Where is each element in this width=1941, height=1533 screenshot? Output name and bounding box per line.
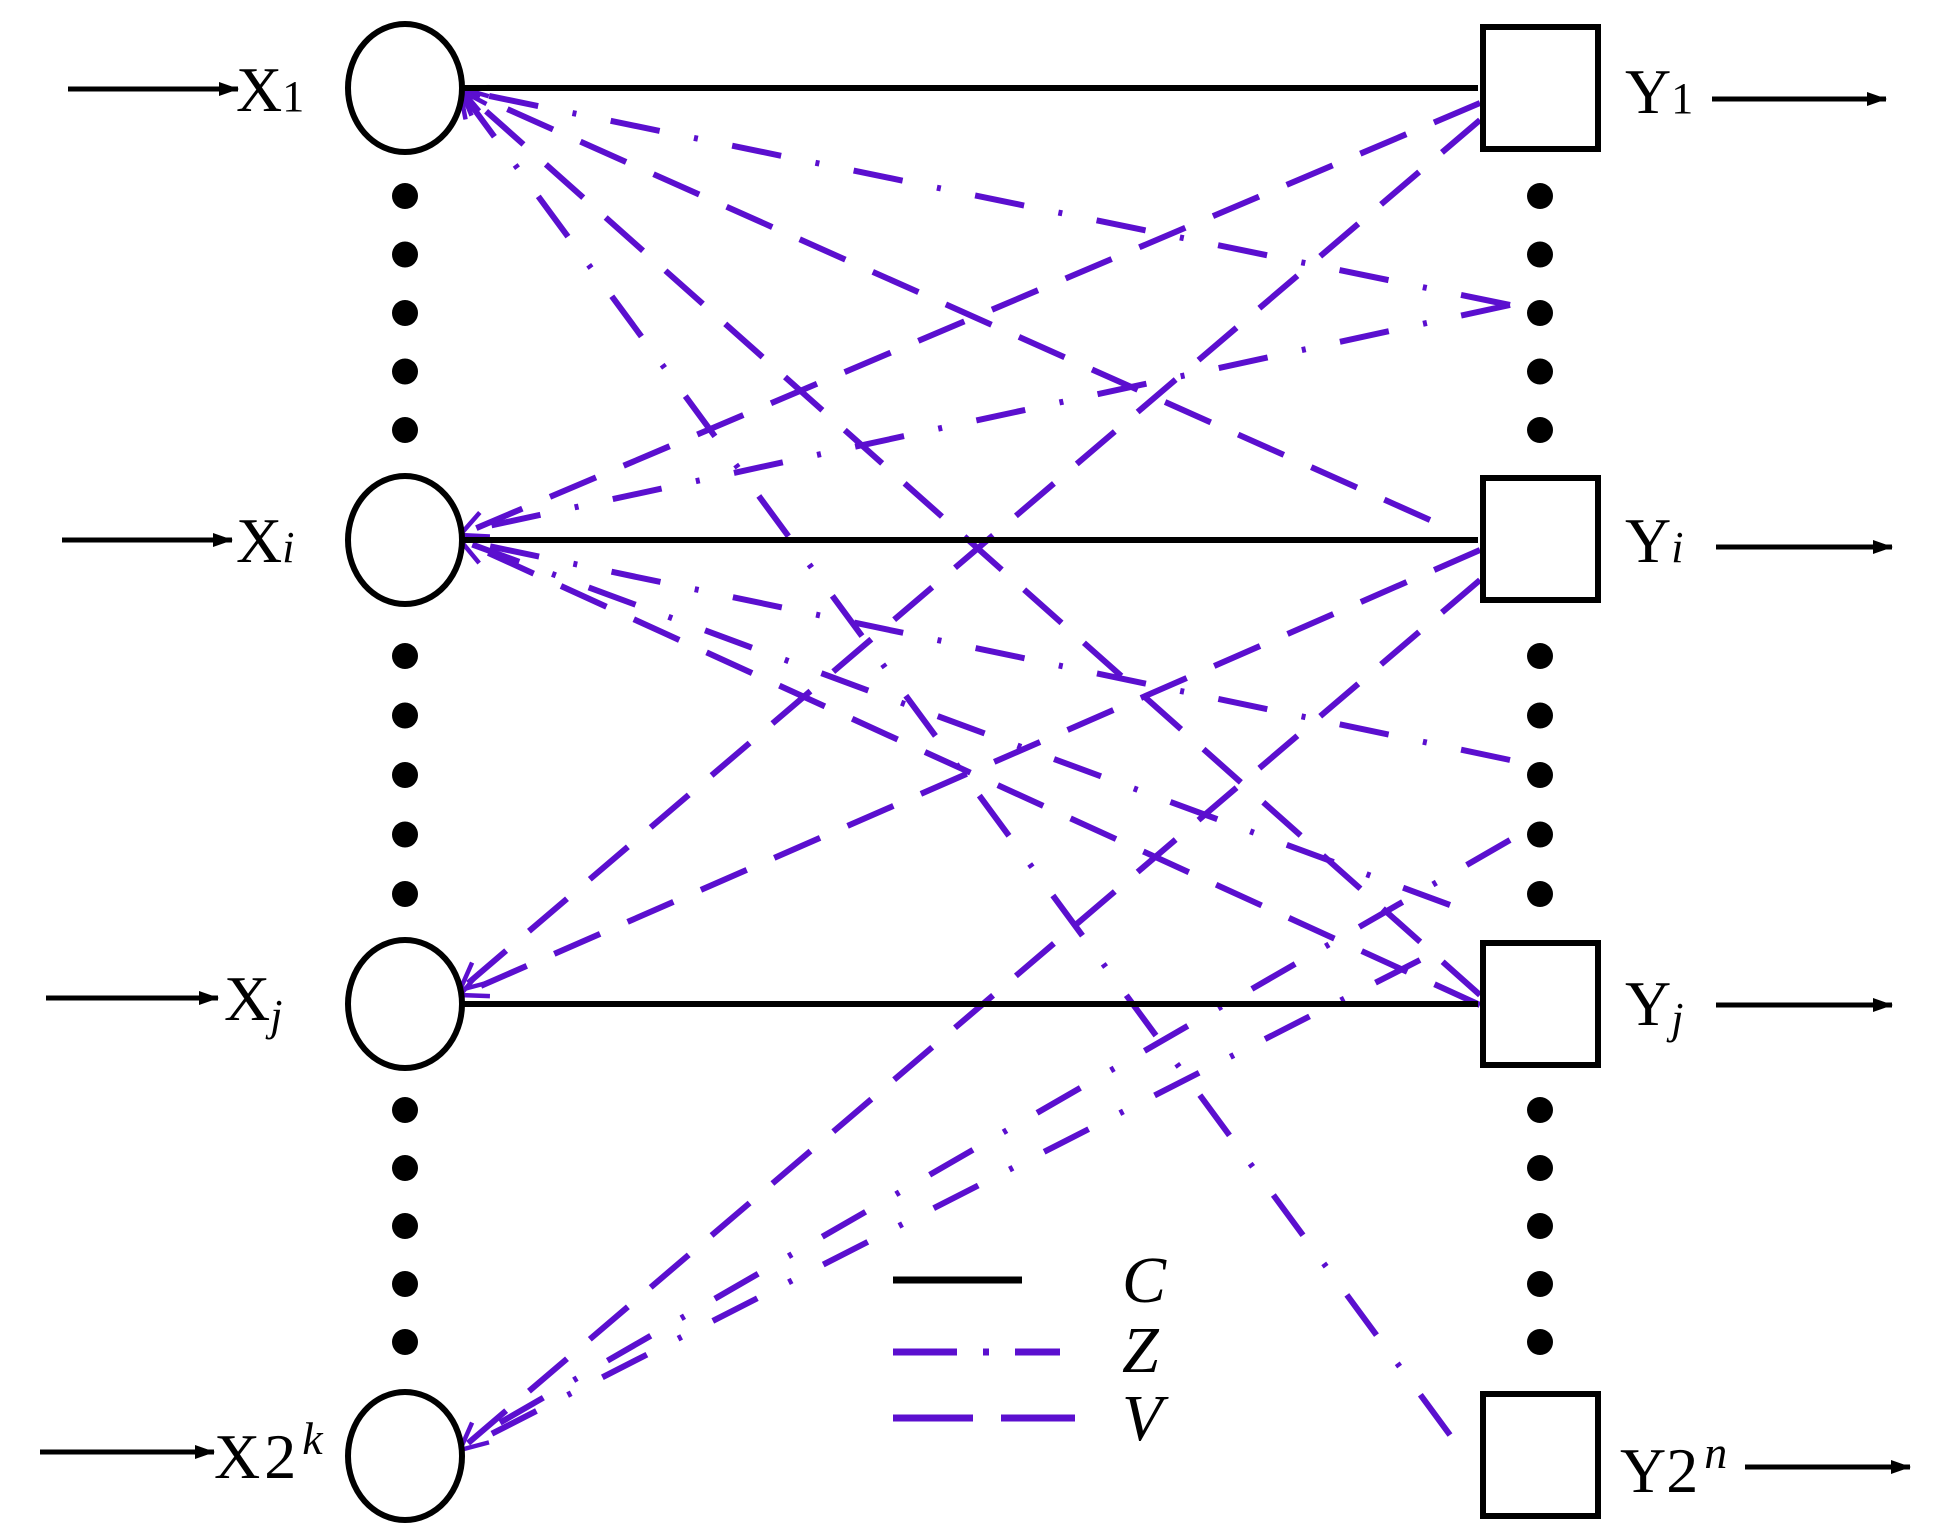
output-node-y2n [1480,1391,1601,1519]
c-edges-group [463,85,1478,1007]
output-node-y1 [1480,24,1601,152]
v-edge-y1-to-xi [460,100,1482,535]
input-nodes-group [345,21,465,1523]
input-node-x1 [345,21,465,155]
input-ellipsis-dot [392,300,418,326]
output-ellipsis-dot [1527,1329,1553,1355]
input-node-x2k [345,1389,465,1523]
input-label-x1: X1 [236,54,304,125]
output-ellipsis-dot [1527,1155,1553,1181]
input-ellipsis-dot [392,643,418,669]
input-ellipsis-dot [392,881,418,907]
input-ellipsis-dot [392,358,418,385]
input-ellipsis-dot [392,417,418,443]
output-ellipsis-dot [1527,358,1553,385]
z-edge-y2n-to-x1 [460,90,1453,1437]
z-edges-group [458,87,1512,1453]
output-arrows-group [1712,92,1911,1474]
z-edge-yj-to-x2k [458,957,1422,1453]
output-ellipsis-dot [1527,762,1553,788]
z-edge-x1-dots [459,87,1511,308]
output-node-yi [1480,475,1601,603]
input-ellipsis-dot [392,1097,418,1123]
z-edge-x1-to-yi-dots [469,302,1511,533]
output-ellipsis-dot [1527,300,1553,326]
v-edge-yi-to-x1 [460,88,1432,523]
input-node-xi [345,473,465,607]
output-ellipsis-dot [1527,1271,1553,1297]
v-edge-yj-to-xi [460,540,1482,1008]
input-label-xj: Xj [224,963,282,1040]
output-ellipsis-dot [1527,1213,1553,1239]
output-ellipsis-dot [1527,881,1553,907]
input-ellipsis-dot [392,1271,418,1297]
input-label-xi: Xi [236,505,294,576]
output-ellipsis-dot [1527,821,1553,848]
input-ellipsis-dot [392,1329,418,1355]
v-edge-yi-to-x2k [460,577,1482,1450]
output-ellipsis-dot [1527,241,1553,268]
z-edge-yj-to-xi [458,537,1452,908]
output-label-yj: Yj [1625,968,1683,1043]
output-label-y1: Y1 [1625,56,1693,127]
v-edge-yi-to-xj [460,547,1482,995]
output-ellipsis-dot [1527,417,1553,443]
input-ellipsis-dot [392,241,418,268]
output-ellipsis-dot [1527,643,1553,669]
input-ellipsis-dot [392,821,418,848]
input-ellipsis-dot [392,1155,418,1181]
input-ellipsis-dot [392,702,418,729]
output-nodes-group [1480,24,1601,1519]
input-ellipsis-dot [392,762,418,788]
v-edge-y1-to-xj [460,117,1482,990]
output-node-yj [1480,940,1601,1068]
v-edges-group [460,88,1482,1450]
input-ellipsis-dot [392,1213,418,1239]
output-label-yi: Yi [1625,505,1683,576]
legend: C Z V [893,1244,1169,1455]
output-ellipsis-dot [1527,1097,1553,1123]
z-edge-dots-to-x2k [468,837,1512,1443]
legend-label-c: C [1122,1244,1167,1317]
ellipsis-dots-group [392,183,1553,1355]
input-ellipsis-dot [392,183,418,209]
output-ellipsis-dot [1527,183,1553,209]
input-node-xj [345,937,465,1071]
z-edge-xi-dots [459,537,1511,763]
output-ellipsis-dot [1527,702,1553,729]
legend-label-v: V [1122,1382,1169,1455]
input-arrows-group [40,82,239,1459]
legend-label-z: Z [1122,1314,1160,1387]
